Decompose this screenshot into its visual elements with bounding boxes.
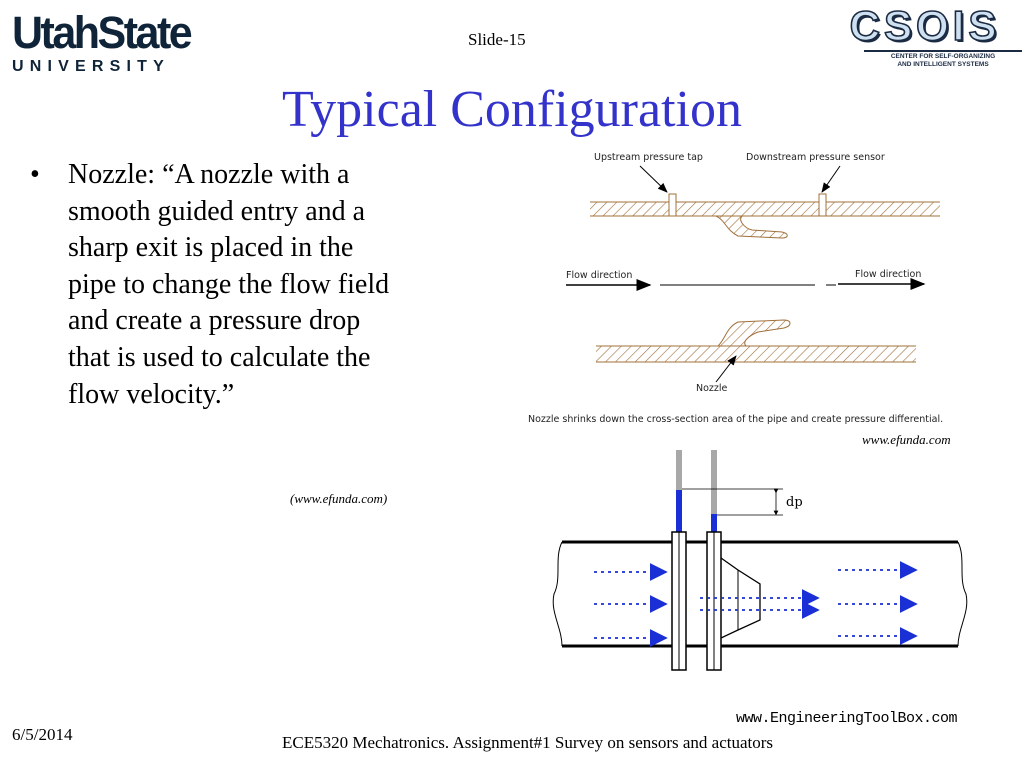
csois-logo-name: CSOIS	[849, 1, 1001, 50]
footer-course: ECE5320 Mechatronics. Assignment#1 Surve…	[282, 733, 774, 752]
downstream-arrow	[821, 165, 841, 193]
pipe-body	[552, 531, 968, 671]
slide-title: Typical Configuration	[282, 81, 742, 138]
manometer-tubes	[676, 450, 783, 536]
slide-number: Slide-15	[468, 30, 526, 49]
nozzle-figure-credit: www.efunda.com	[862, 432, 951, 447]
usu-logo-name: UtahState	[12, 7, 193, 59]
flow-arrows	[594, 561, 918, 647]
footer-date: 6/5/2014	[12, 725, 73, 744]
flow-label-left: Flow direction	[566, 270, 632, 281]
nozzle-arrow	[715, 355, 737, 383]
pipe-wall-top	[590, 193, 940, 239]
pipe-nozzle-diagram: dp	[552, 450, 968, 671]
upstream-label: Upstream pressure tap	[594, 152, 703, 163]
nozzle-diagram: Upstream pressure tap Downstream pressur…	[528, 152, 943, 425]
nozzle-caption: Nozzle shrinks down the cross-section ar…	[528, 414, 943, 425]
bullet-source: (www.efunda.com)	[290, 491, 388, 506]
downstream-label: Downstream pressure sensor	[746, 152, 885, 163]
usu-logo-sub: UNIVERSITY	[12, 58, 171, 75]
flow-label-right: Flow direction	[855, 269, 921, 280]
pipe-figure-credit: www.EngineeringToolBox.com	[736, 710, 958, 727]
dp-label: dp	[786, 495, 803, 510]
utah-state-logo: UtahState UNIVERSITY	[12, 7, 202, 75]
csois-logo-sub: CENTER FOR SELF-ORGANIZING AND INTELLIGE…	[864, 50, 1022, 71]
bullet-text: Nozzle: “A nozzle with a smooth guided e…	[68, 159, 390, 410]
upstream-arrow	[639, 165, 668, 193]
csois-logo: CSOIS CENTER FOR SELF-ORGANIZING AND INT…	[830, 1, 1022, 71]
bullet-symbol: •	[30, 159, 40, 190]
pipe-wall-bottom	[596, 319, 916, 363]
nozzle-label: Nozzle	[696, 383, 728, 394]
